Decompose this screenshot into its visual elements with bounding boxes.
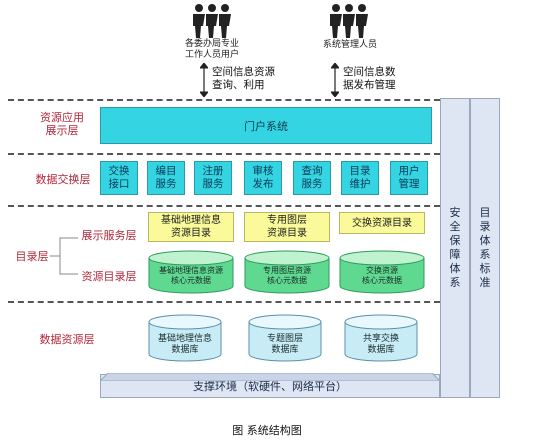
catalog-bracket — [50, 234, 80, 278]
layer-label-catalog-resource: 资源目录层 — [81, 270, 137, 283]
service-box: 审核 发布 — [244, 161, 282, 195]
catalog-box: 基础地理信息 资源目录 — [148, 212, 234, 242]
support-bar-bevel — [98, 366, 442, 382]
metadata-cylinder-label: 交换资源 核心元数据 — [362, 266, 402, 285]
database-cylinder-label: 共享交换 数据库 — [362, 334, 399, 355]
database-cylinder-label: 基础地理信息 数据库 — [157, 334, 212, 355]
database-cylinder: 专题图层 数据库 — [248, 314, 322, 362]
layer-label-data-resource: 数据资源层 — [39, 333, 95, 346]
service-box: 用户 管理 — [390, 161, 428, 195]
metadata-cylinder-label: 专用图层资源 核心元数据 — [263, 266, 311, 285]
service-box: 查询 服务 — [293, 161, 331, 195]
catalog-standard-bar: 目 录 体 系 标 准 — [470, 98, 500, 398]
layer-label-exchange: 数据交换层 — [35, 173, 91, 186]
service-box: 目录 维护 — [341, 161, 379, 195]
database-cylinder: 基础地理信息 数据库 — [148, 314, 222, 362]
portal-system-box: 门户系统 — [100, 107, 432, 144]
user-label-admin: 系统管理人员 — [322, 40, 377, 50]
user-group-1-icon — [185, 2, 239, 38]
metadata-cylinder: 专用图层资源 核心元数据 — [244, 250, 330, 294]
arrow-label-query: 空间信息资源 查询、利用 — [212, 66, 275, 91]
service-box: 编目 服务 — [147, 161, 185, 195]
service-box: 注册 服务 — [194, 161, 232, 195]
arrow-label-publish: 空间信息数 据发布管理 — [343, 66, 396, 91]
database-cylinder-label: 专题图层 数据库 — [266, 334, 303, 355]
user-label-staff: 各委办局专业 工作人员用户 — [184, 39, 239, 60]
double-arrow-icon — [329, 62, 341, 98]
figure-caption: 图 系统结构图 — [232, 424, 302, 437]
metadata-cylinder-label: 基础地理信息资源 核心元数据 — [159, 266, 223, 285]
service-box: 交换 接口 — [100, 161, 138, 195]
layer-label-catalog: 目录层 — [15, 250, 49, 263]
layer-divider — [8, 153, 440, 155]
metadata-cylinder: 基础地理信息资源 核心元数据 — [148, 250, 234, 294]
layer-divider — [8, 205, 440, 207]
metadata-cylinder: 交换资源 核心元数据 — [339, 250, 425, 294]
layer-label-catalog-display: 展示服务层 — [81, 229, 137, 242]
user-group-2-icon — [322, 2, 376, 38]
double-arrow-icon — [198, 62, 210, 98]
layer-label-application: 资源应用 展示层 — [40, 111, 84, 137]
catalog-standard-label: 目 录 体 系 标 准 — [479, 206, 491, 289]
catalog-box: 专用图层 资源目录 — [244, 212, 330, 242]
layer-divider — [8, 301, 440, 303]
database-cylinder: 共享交换 数据库 — [344, 314, 418, 362]
security-system-bar: 安 全 保 障 体 系 — [440, 98, 470, 398]
security-system-label: 安 全 保 障 体 系 — [449, 206, 461, 289]
catalog-box: 交换资源目录 — [339, 212, 425, 234]
layer-divider — [8, 99, 440, 101]
